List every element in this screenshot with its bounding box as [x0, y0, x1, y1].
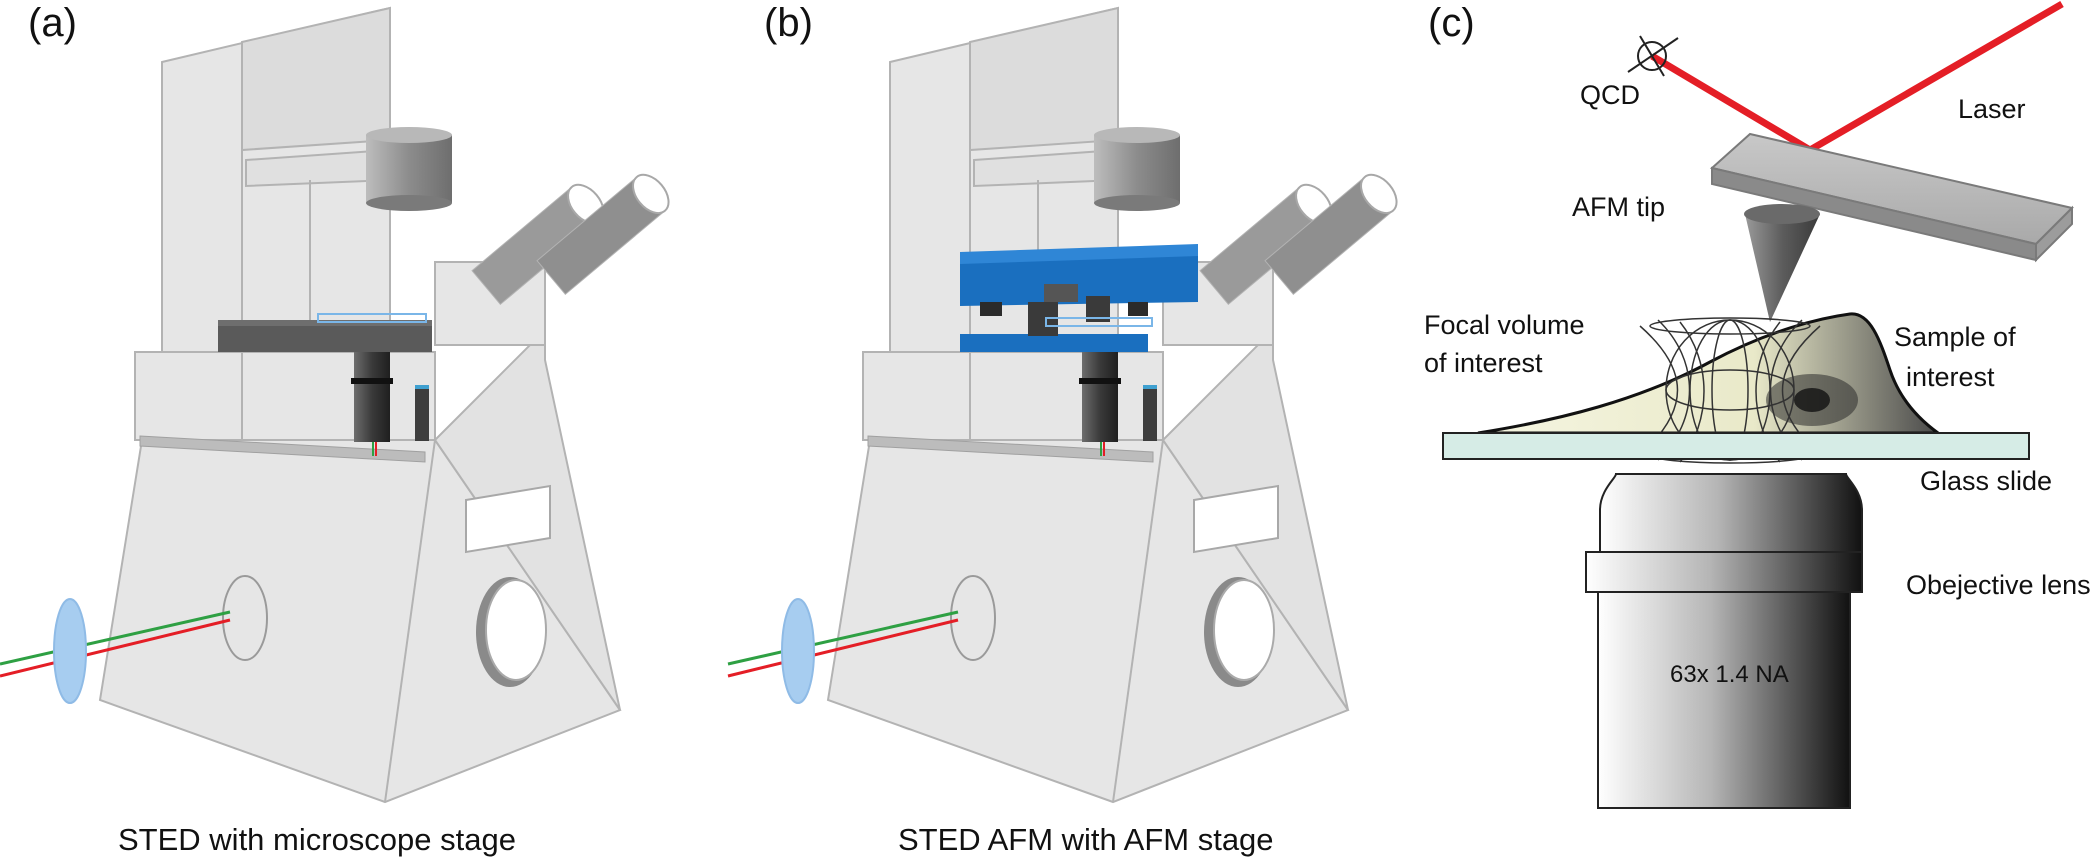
objective-lens	[1585, 473, 1863, 809]
afm-tip-label: AFM tip	[1572, 192, 1665, 222]
red-beam-b	[727, 618, 959, 678]
sample-label-2: interest	[1906, 362, 1995, 392]
afm-cantilever	[1709, 132, 2074, 263]
panel-b: (b) STED AFM with AFM stage	[727, 1, 1405, 857]
focal-volume-label-1: Focal volume	[1424, 310, 1585, 340]
lens-a	[53, 598, 87, 704]
focal-volume-label-2: of interest	[1424, 348, 1543, 378]
laser-label: Laser	[1958, 94, 2026, 124]
glass-slide	[1442, 432, 2030, 460]
laser-beam	[1650, 0, 2064, 155]
red-beam-a	[0, 618, 231, 678]
panel-letter-c: (c)	[1428, 1, 1475, 45]
objective-lens-label: Obejective lens	[1906, 570, 2091, 600]
objective-spec: 63x 1.4 NA	[1670, 661, 1789, 688]
lens-b	[781, 598, 815, 704]
microscope-stage-a	[218, 324, 432, 352]
objective-b	[1082, 352, 1118, 442]
caption-b: STED AFM with AFM stage	[898, 822, 1274, 857]
sample-label-1: Sample of	[1894, 322, 2016, 352]
green-beam-b	[727, 610, 959, 666]
qcd-label: QCD	[1580, 80, 1640, 110]
panel-c: (c) QCD Laser AFM tip	[1424, 0, 2091, 809]
panel-letter-a: (a)	[28, 1, 77, 45]
green-beam-a	[0, 610, 231, 666]
sample-slide-a	[317, 313, 427, 323]
qcd-detector-icon	[1627, 35, 1679, 77]
afm-tip	[1745, 214, 1820, 322]
glass-slide-label: Glass slide	[1920, 466, 2052, 496]
caption-a: STED with microscope stage	[118, 822, 516, 857]
panel-letter-b: (b)	[764, 1, 813, 45]
afm-stage	[960, 244, 1198, 352]
objective-a	[354, 352, 390, 442]
panel-a: (a) STED with microscope stage	[0, 1, 677, 857]
